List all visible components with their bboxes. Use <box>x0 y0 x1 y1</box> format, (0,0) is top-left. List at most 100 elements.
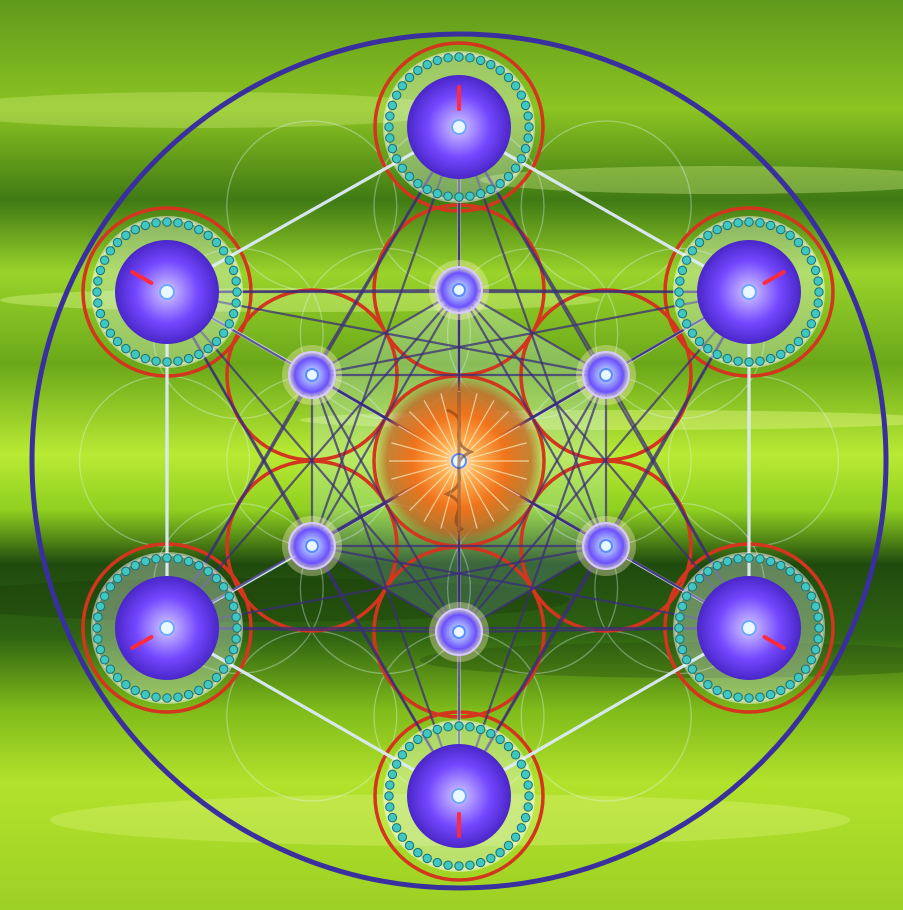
teal-bead <box>405 73 413 81</box>
teal-bead <box>96 309 104 317</box>
teal-bead <box>225 320 233 328</box>
teal-bead <box>807 256 815 264</box>
teal-bead <box>444 723 452 731</box>
teal-bead <box>392 760 400 768</box>
teal-bead <box>455 53 463 61</box>
teal-bead <box>131 225 139 233</box>
teal-bead <box>386 781 394 789</box>
teal-bead <box>682 592 690 600</box>
teal-bead <box>163 554 171 562</box>
teal-bead <box>682 256 690 264</box>
teal-bead <box>212 238 220 246</box>
orb-core <box>160 285 174 299</box>
teal-bead <box>815 624 823 632</box>
teal-bead <box>96 645 104 653</box>
teal-bead <box>713 561 721 569</box>
teal-bead <box>204 344 212 352</box>
teal-bead <box>713 350 721 358</box>
teal-bead <box>152 693 160 701</box>
teal-bead <box>106 583 114 591</box>
teal-bead <box>195 225 203 233</box>
orb-core <box>452 789 466 803</box>
teal-bead <box>225 592 233 600</box>
teal-bead <box>496 735 504 743</box>
teal-bead <box>414 848 422 856</box>
teal-bead <box>487 60 495 68</box>
teal-bead <box>433 189 441 197</box>
orb-core <box>453 284 465 296</box>
teal-bead <box>487 185 495 193</box>
teal-bead <box>678 309 686 317</box>
teal-bead <box>794 238 802 246</box>
teal-bead <box>225 656 233 664</box>
orb-core <box>742 621 756 635</box>
teal-bead <box>682 656 690 664</box>
teal-bead <box>229 602 237 610</box>
teal-bead <box>675 288 683 296</box>
teal-bead <box>152 357 160 365</box>
teal-bead <box>141 221 149 229</box>
teal-bead <box>232 613 240 621</box>
teal-bead <box>723 690 731 698</box>
teal-bead <box>794 337 802 345</box>
teal-bead <box>398 751 406 759</box>
teal-bead <box>423 185 431 193</box>
teal-bead <box>756 357 764 365</box>
teal-bead <box>713 686 721 694</box>
teal-bead <box>676 613 684 621</box>
teal-bead <box>734 219 742 227</box>
teal-bead <box>204 680 212 688</box>
teal-bead <box>232 277 240 285</box>
teal-bead <box>688 329 696 337</box>
teal-bead <box>131 686 139 694</box>
teal-bead <box>131 350 139 358</box>
teal-bead <box>814 299 822 307</box>
teal-bead <box>525 792 533 800</box>
teal-bead <box>466 54 474 62</box>
teal-bead <box>734 555 742 563</box>
teal-bead <box>676 635 684 643</box>
teal-bead <box>525 123 533 131</box>
teal-bead <box>682 320 690 328</box>
teal-bead <box>94 277 102 285</box>
teal-bead <box>152 555 160 563</box>
teal-bead <box>141 354 149 362</box>
teal-bead <box>392 91 400 99</box>
teal-bead <box>195 561 203 569</box>
teal-bead <box>433 725 441 733</box>
teal-bead <box>807 592 815 600</box>
teal-bead <box>219 329 227 337</box>
teal-bead <box>94 613 102 621</box>
teal-bead <box>466 192 474 200</box>
teal-bead <box>777 350 785 358</box>
teal-bead <box>174 357 182 365</box>
teal-bead <box>504 172 512 180</box>
teal-bead <box>504 841 512 849</box>
teal-bead <box>524 803 532 811</box>
teal-bead <box>455 862 463 870</box>
teal-bead <box>524 781 532 789</box>
teal-bead <box>455 193 463 201</box>
teal-bead <box>386 803 394 811</box>
teal-bead <box>385 792 393 800</box>
teal-bead <box>122 680 130 688</box>
teal-bead <box>94 299 102 307</box>
teal-bead <box>678 266 686 274</box>
teal-bead <box>496 179 504 187</box>
teal-bead <box>688 247 696 255</box>
teal-bead <box>225 256 233 264</box>
teal-bead <box>814 613 822 621</box>
teal-bead <box>219 583 227 591</box>
teal-bead <box>466 723 474 731</box>
teal-bead <box>476 725 484 733</box>
teal-bead <box>405 841 413 849</box>
teal-bead <box>405 172 413 180</box>
teal-bead <box>704 567 712 575</box>
teal-bead <box>423 729 431 737</box>
teal-bead <box>100 592 108 600</box>
teal-bead <box>414 179 422 187</box>
teal-bead <box>232 299 240 307</box>
teal-bead <box>392 155 400 163</box>
teal-bead <box>723 354 731 362</box>
teal-bead <box>815 288 823 296</box>
